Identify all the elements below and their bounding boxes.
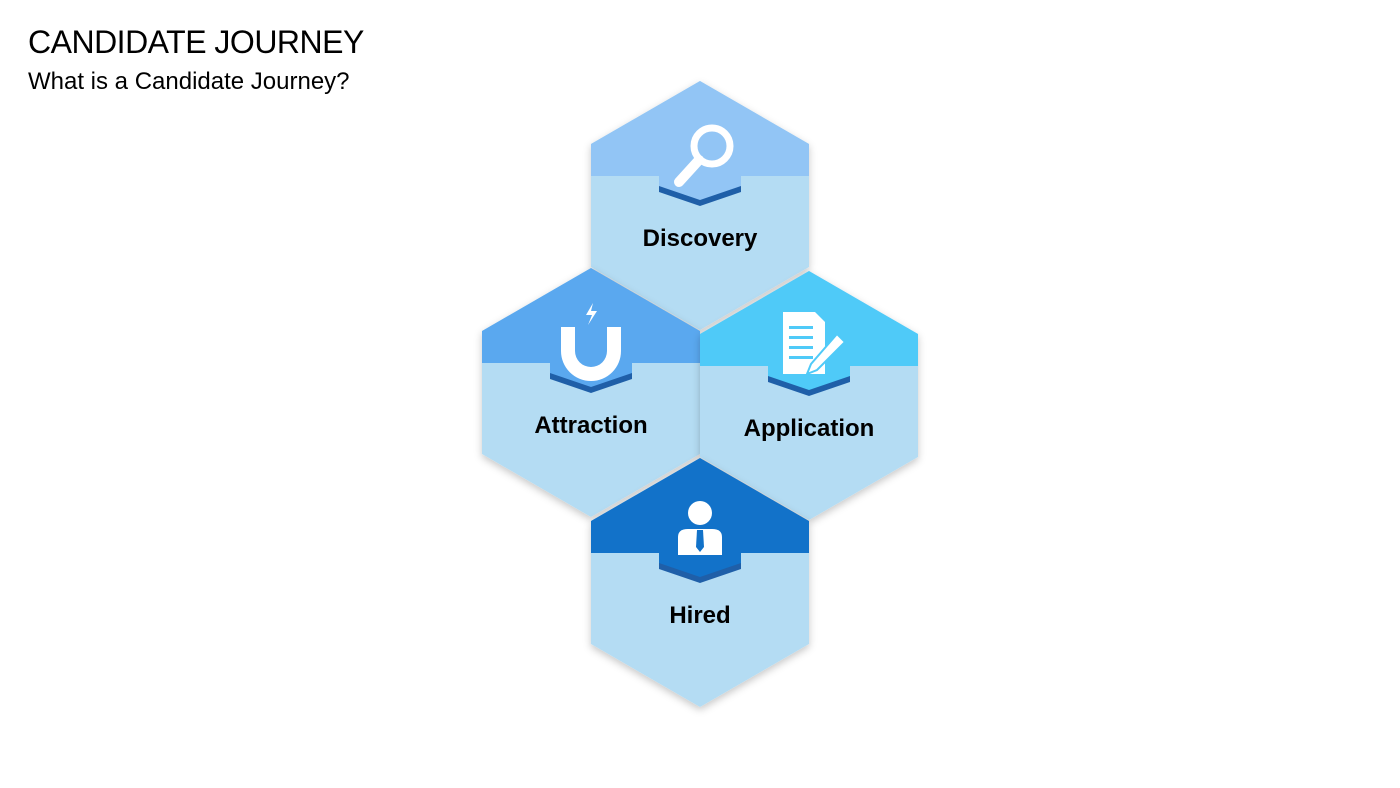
hex-accent-cap bbox=[482, 268, 700, 363]
slide-header: CANDIDATE JOURNEY What is a Candidate Jo… bbox=[28, 22, 364, 98]
page-title: CANDIDATE JOURNEY bbox=[28, 24, 364, 60]
magnet-icon bbox=[561, 303, 621, 381]
hex-hired: Hired bbox=[591, 458, 809, 707]
stage-label: Discovery bbox=[643, 225, 758, 252]
pointer-tab bbox=[659, 551, 741, 577]
hex-attraction: Attraction bbox=[482, 268, 700, 517]
hex-discovery: Discovery bbox=[591, 81, 809, 330]
stage-label: Hired bbox=[669, 602, 730, 629]
stage-label: Application bbox=[744, 415, 875, 442]
employee-icon bbox=[678, 501, 722, 555]
magnifier-icon bbox=[674, 124, 734, 187]
hex-application: Application bbox=[700, 271, 918, 520]
page-subtitle: What is a Candidate Journey? bbox=[28, 68, 350, 95]
stage-label: Attraction bbox=[534, 412, 647, 439]
document-pen-icon bbox=[783, 312, 847, 376]
